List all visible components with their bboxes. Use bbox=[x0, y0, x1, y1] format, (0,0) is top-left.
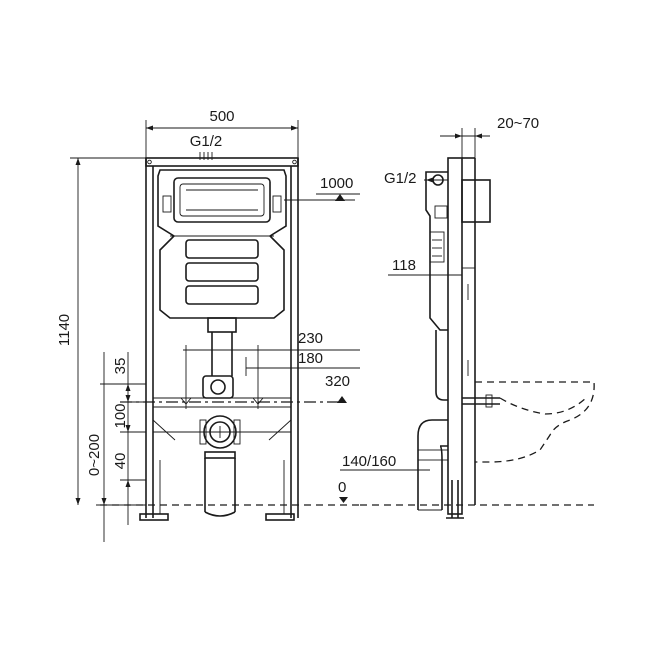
toilet-bowl-outline bbox=[475, 381, 595, 463]
inlet-height-label: 1000 bbox=[320, 175, 353, 192]
mounting-bar bbox=[120, 396, 347, 409]
dim-35-label: 35 bbox=[112, 358, 129, 375]
side-feet bbox=[446, 480, 464, 519]
dim-100-label: 100 bbox=[112, 403, 129, 428]
side-inlet-fitting bbox=[424, 174, 448, 186]
drain-pipe bbox=[204, 451, 236, 517]
left-dimensions: 35 100 0~200 40 bbox=[86, 352, 146, 542]
drain-height-label: 140/160 bbox=[342, 453, 396, 470]
front-view: 500 G1/2 1140 bbox=[56, 108, 360, 542]
side-cistern bbox=[425, 171, 448, 401]
width-label: 500 bbox=[209, 108, 234, 125]
side-view: 20~70 G1/2 bbox=[338, 115, 595, 519]
dim-180-label: 180 bbox=[298, 350, 323, 367]
drain-height-dimension: 140/160 bbox=[340, 453, 430, 471]
bolt-spacing: 230 180 320 bbox=[183, 330, 360, 396]
side-bolt bbox=[462, 394, 500, 408]
dim-40-label: 40 bbox=[112, 453, 129, 470]
front-inlet-label: G1/2 bbox=[190, 133, 223, 150]
dim-118: 118 bbox=[388, 257, 462, 276]
side-drain-bend bbox=[417, 419, 449, 511]
side-floor-reference: 0 bbox=[338, 479, 594, 506]
inlet-height-dimension: 1000 bbox=[284, 175, 360, 201]
dim-118-label: 118 bbox=[392, 257, 416, 274]
height-label: 1140 bbox=[56, 314, 73, 346]
dim-0-200-label: 0~200 bbox=[86, 434, 103, 476]
height-dimension: 1140 bbox=[56, 157, 146, 505]
cistern bbox=[157, 169, 287, 319]
width-dimension: 500 bbox=[145, 108, 299, 158]
dim-320-label: 320 bbox=[325, 373, 350, 390]
dim-230-label: 230 bbox=[298, 330, 323, 347]
side-inlet-label: G1/2 bbox=[384, 170, 417, 187]
floor-label: 0 bbox=[338, 479, 346, 496]
flush-pipe bbox=[202, 317, 237, 399]
drain-connection bbox=[153, 415, 291, 449]
wall-depth-dimension: 20~70 bbox=[440, 115, 539, 178]
inlet-symbol bbox=[199, 152, 213, 160]
wall-depth-label: 20~70 bbox=[497, 115, 539, 132]
side-frame bbox=[447, 157, 491, 515]
